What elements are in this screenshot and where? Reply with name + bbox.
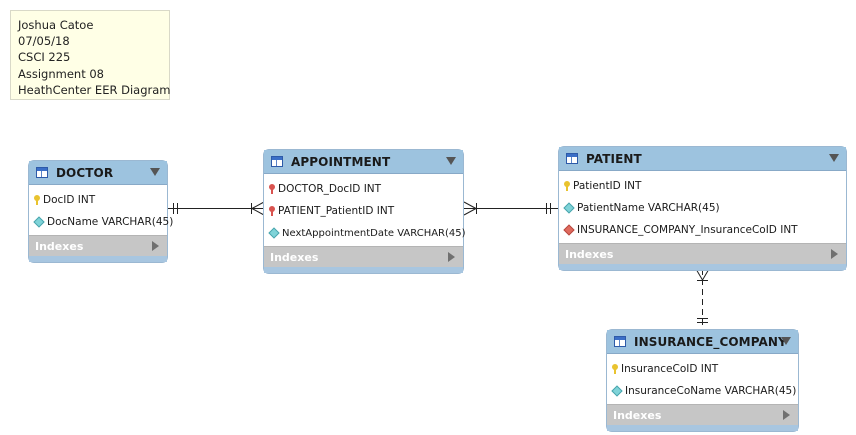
table-header[interactable]: DOCTOR	[29, 161, 167, 185]
expand-arrow-icon[interactable]	[783, 410, 790, 420]
collapse-triangle-icon[interactable]	[829, 154, 839, 162]
column-label: PatientName VARCHAR(45)	[577, 202, 720, 214]
table-icon	[36, 167, 48, 178]
primary-key-icon	[612, 364, 618, 374]
expand-arrow-icon[interactable]	[831, 249, 838, 259]
table-header[interactable]: APPOINTMENT	[264, 150, 463, 174]
column-label: InsuranceCoID INT	[621, 363, 719, 375]
foreign-key-diamond-icon	[563, 224, 575, 236]
appointment-patient-relationship	[463, 201, 558, 216]
expand-arrow-icon[interactable]	[448, 252, 455, 262]
column-row[interactable]: DOCTOR_DocID INT	[264, 178, 463, 200]
table-patient[interactable]: PATIENT PatientID INT PatientName VARCHA…	[559, 147, 846, 270]
collapse-triangle-icon[interactable]	[150, 168, 160, 176]
column-label: InsuranceCoName VARCHAR(45)	[625, 385, 797, 397]
column-row[interactable]: InsuranceCoID INT	[607, 358, 798, 380]
table-icon	[566, 153, 578, 164]
column-label: NextAppointmentDate VARCHAR(45)	[282, 227, 466, 239]
primary-key-icon	[564, 181, 570, 191]
indexes-section[interactable]: Indexes	[29, 235, 167, 256]
note-line-course: CSCI 225	[18, 50, 71, 65]
attribute-diamond-icon	[33, 216, 45, 228]
table-name: DOCTOR	[56, 165, 114, 180]
column-label: PATIENT_PatientID INT	[278, 205, 395, 217]
column-row[interactable]: DocID INT	[29, 189, 167, 211]
indexes-section[interactable]: Indexes	[607, 404, 798, 425]
primary-key-icon	[34, 195, 40, 205]
column-label: DocName VARCHAR(45)	[47, 216, 174, 228]
column-row[interactable]: InsuranceCoName VARCHAR(45)	[607, 380, 798, 402]
diagram-note: Joshua Catoe 07/05/18 CSCI 225 Assignmen…	[10, 10, 170, 100]
note-line-assignment: Assignment 08	[18, 66, 104, 81]
note-line-title: HeathCenter EER Diagram	[18, 82, 171, 97]
table-insurance-company[interactable]: INSURANCE_COMPANY InsuranceCoID INT Insu…	[607, 330, 798, 431]
foreign-key-icon	[269, 184, 275, 194]
column-row[interactable]: DocName VARCHAR(45)	[29, 211, 173, 233]
foreign-key-icon	[269, 206, 275, 216]
table-name: INSURANCE_COMPANY	[634, 334, 787, 349]
attribute-diamond-icon	[563, 202, 575, 214]
column-label: DOCTOR_DocID INT	[278, 183, 382, 195]
column-row[interactable]: PATIENT_PatientID INT	[264, 200, 463, 222]
column-label: DocID INT	[43, 194, 96, 206]
note-line-date: 07/05/18	[18, 34, 70, 49]
indexes-label: Indexes	[565, 247, 614, 261]
attribute-diamond-icon	[611, 385, 623, 397]
collapse-triangle-icon[interactable]	[446, 157, 456, 165]
attribute-diamond-icon	[268, 227, 280, 239]
table-header[interactable]: PATIENT	[559, 147, 846, 171]
indexes-label: Indexes	[613, 408, 662, 422]
indexes-label: Indexes	[35, 239, 84, 253]
column-row[interactable]: INSURANCE_COMPANY_InsuranceCoID INT	[559, 219, 846, 241]
expand-arrow-icon[interactable]	[152, 241, 159, 251]
collapse-triangle-icon[interactable]	[781, 337, 791, 345]
indexes-label: Indexes	[270, 250, 319, 264]
indexes-section[interactable]: Indexes	[559, 243, 846, 264]
column-row[interactable]: NextAppointmentDate VARCHAR(45)	[264, 222, 466, 244]
patient-insurance-relationship	[695, 268, 710, 329]
table-icon	[271, 156, 283, 167]
table-name: PATIENT	[586, 151, 642, 166]
column-label: INSURANCE_COMPANY_InsuranceCoID INT	[577, 224, 798, 236]
table-name: APPOINTMENT	[291, 154, 391, 169]
column-row[interactable]: PatientName VARCHAR(45)	[559, 197, 846, 219]
column-row[interactable]: PatientID INT	[559, 175, 846, 197]
table-doctor[interactable]: DOCTOR DocID INT DocName VARCHAR(45) Ind…	[29, 161, 173, 262]
indexes-section[interactable]: Indexes	[264, 246, 463, 267]
doctor-appointment-relationship	[168, 201, 265, 216]
note-line-author: Joshua Catoe	[18, 18, 94, 32]
table-header[interactable]: INSURANCE_COMPANY	[607, 330, 798, 354]
column-label: PatientID INT	[573, 180, 642, 192]
table-appointment[interactable]: APPOINTMENT DOCTOR_DocID INT PATIENT_Pat…	[264, 150, 466, 273]
table-icon	[614, 336, 626, 347]
